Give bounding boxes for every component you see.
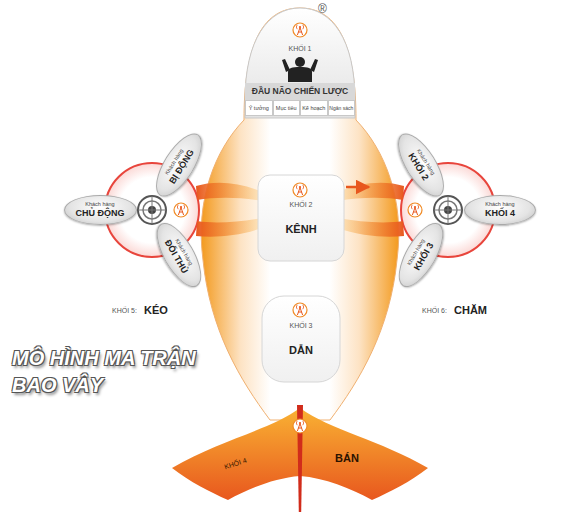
plan-cell: Ý tưởng	[245, 100, 273, 116]
pull-propeller: KHỐI 5: KÉO Khách hàngBỊ ĐỘNG Khách hàngCHỦ…	[60, 120, 235, 320]
tail-wings: KHỐI 4 BÁN	[172, 405, 428, 505]
propeller-blade: Khách hàngKHỐI 2	[389, 127, 453, 204]
node-text: KÊNH	[285, 223, 316, 235]
propeller-blade: Khách hàngĐỐI THỦ	[148, 216, 210, 293]
node-text: KÉO	[144, 304, 168, 316]
node-text: Mục tiêu	[276, 105, 297, 111]
channel-box: KHỐI 2 KÊNH	[258, 175, 344, 261]
node-text: BÁN	[335, 452, 359, 464]
node-heading: KHỐI 3	[290, 322, 313, 330]
node-text: Kế hoạch	[302, 105, 325, 111]
node-heading: KHỐI 2	[290, 201, 313, 209]
diagram-title: MÔ HÌNH MA TRẬN BAO VÂY	[12, 345, 244, 399]
plan-cell: Ngân sách	[328, 100, 356, 116]
strategy-head: KHỐI 1 ĐẦU NÃO CHIẾN LƯỢC Ý tưởng Mục tiêu K…	[245, 8, 355, 118]
node-text: CHĂM	[454, 304, 487, 316]
node-heading: Khách hàng	[85, 202, 114, 208]
lead-box: KHỐI 3 DẪN	[262, 296, 340, 382]
propeller-blade: Khách hàngBỊ ĐỘNG	[147, 127, 211, 204]
flow-arrow	[346, 186, 369, 189]
node-text: Ngân sách	[329, 105, 353, 111]
node-text: KHỐI 4	[485, 208, 515, 218]
registered-mark: ®	[318, 2, 327, 16]
plan-cell: Mục tiêu	[273, 100, 301, 116]
node-heading: KHỐI 4	[223, 457, 247, 471]
node-heading: Khách hàng	[485, 202, 514, 208]
node-text: DẪN	[289, 344, 313, 356]
node-text: ĐẦU NÃO CHIẾN LƯỢC	[245, 83, 355, 100]
propeller-blade: Khách hàngKHỐI 3	[390, 216, 452, 293]
plan-cell: Kế hoạch	[300, 100, 328, 116]
node-heading: KHỐI 1	[245, 45, 355, 52]
node-text: Ý tưởng	[249, 105, 269, 111]
propeller-blade: Khách hàngCHỦ ĐỘNG	[64, 195, 137, 225]
node-heading: KHỐI 5:	[112, 307, 137, 314]
propeller-blade: Khách hàngKHỐI 4	[464, 195, 536, 225]
node-text: CHỦ ĐỘNG	[76, 208, 125, 218]
care-propeller: KHỐI 6: CHĂM Khách hàngKHỐI 2 Khách hàngKHỐ…	[370, 120, 545, 320]
node-heading: KHỐI 6:	[422, 307, 447, 314]
